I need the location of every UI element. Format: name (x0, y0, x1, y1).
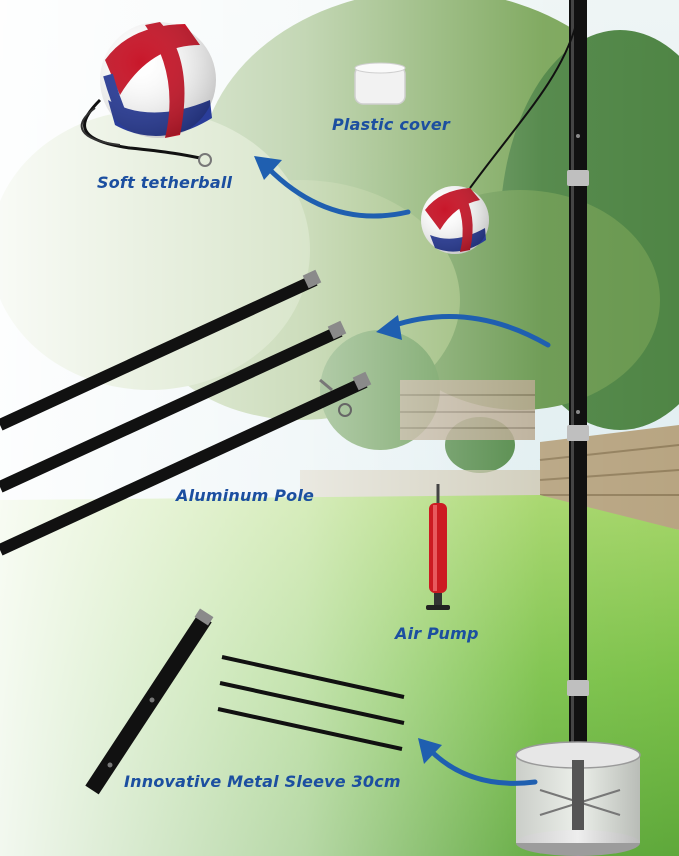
metal-sleeve-icon (85, 608, 214, 795)
arrow-icon (389, 314, 551, 348)
tetherball-on-pole-icon (421, 186, 489, 254)
label-soft-tetherball: Soft tetherball (97, 173, 233, 192)
arrow-icon (376, 315, 402, 340)
pole-section-icon (0, 371, 372, 556)
plastic-cover-icon (354, 62, 406, 105)
label-aluminum-pole: Aluminum Pole (176, 486, 315, 505)
air-pump-icon (426, 484, 450, 610)
label-metal-sleeve: Innovative Metal Sleeve 30cm (124, 772, 401, 791)
pole-section-icon (0, 320, 347, 493)
label-plastic-cover: Plastic cover (332, 115, 450, 134)
main-pole-icon (567, 0, 589, 760)
pole-section-icon (0, 269, 322, 431)
label-air-pump: Air Pump (395, 624, 479, 643)
tetherball-icon (80, 22, 216, 167)
metal-rod-icon (217, 655, 405, 751)
arrow-icon (418, 738, 442, 764)
arrow-icon (427, 747, 538, 786)
weighted-base-icon (515, 741, 641, 856)
arrow-icon (265, 165, 411, 219)
arrow-icon (254, 156, 282, 180)
